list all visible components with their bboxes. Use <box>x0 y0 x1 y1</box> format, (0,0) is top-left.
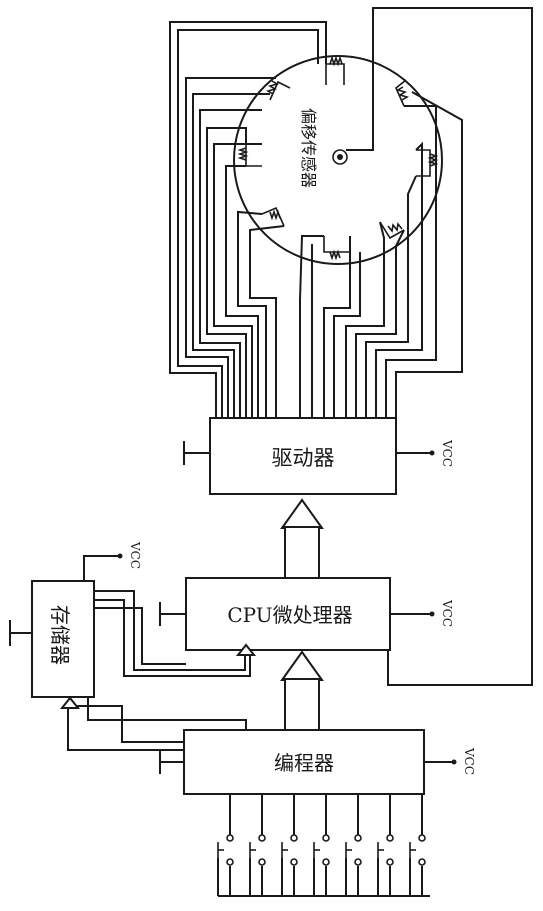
cpu-memory-input-arrow <box>235 643 257 656</box>
sensor-center-ring <box>332 149 348 165</box>
coil-top-right <box>395 79 409 107</box>
push-switch <box>409 794 426 896</box>
memory-cpu-bus <box>94 590 257 677</box>
programmer-vcc-label: VCC <box>462 747 476 775</box>
programmer-block: 编程器 VCC <box>159 729 476 795</box>
sensor-label: 偏移传感器 <box>299 108 318 188</box>
switch-array <box>217 794 430 897</box>
driver-coil-wires <box>169 21 463 418</box>
driver-vcc-label: VCC <box>440 439 454 467</box>
memory-label: 存储器 <box>48 605 72 665</box>
push-switch <box>217 794 234 896</box>
cpu-label: CPU微处理器 <box>227 603 352 627</box>
coil-left <box>237 143 262 167</box>
push-switch <box>345 794 362 896</box>
driver-block: 驱动器 VCC <box>183 417 454 495</box>
programmer-label: 编程器 <box>274 751 334 775</box>
programmer-box <box>183 729 425 795</box>
sensor-center-dot <box>337 154 343 160</box>
coil-bottom <box>323 236 351 261</box>
driver-box <box>209 417 397 495</box>
coil-bottom-right <box>379 221 405 240</box>
cpu-vcc-label: VCC <box>440 599 454 627</box>
programmer-memory-bus <box>59 696 247 751</box>
push-switch <box>249 794 266 896</box>
coil-top <box>325 55 345 85</box>
cpu-to-driver-arrow <box>280 498 324 580</box>
driver-label: 驱动器 <box>272 446 335 470</box>
programmer-to-cpu-arrow <box>280 650 324 731</box>
feedback-wire <box>346 7 533 686</box>
displacement-sensor: 偏移传感器 <box>233 55 443 265</box>
coil-top-left <box>266 80 291 101</box>
memory-input-arrow <box>59 696 81 709</box>
push-switch <box>281 794 298 896</box>
push-switch <box>313 794 330 896</box>
memory-vcc-label: VCC <box>128 541 142 569</box>
push-switch <box>377 794 394 896</box>
memory-box <box>31 580 95 698</box>
cpu-block: CPU微处理器 VCC <box>159 577 454 651</box>
coil-bottom-left <box>261 206 285 227</box>
sensor-disc <box>233 55 443 265</box>
memory-block: 存储器 VCC <box>9 541 142 698</box>
coil-right <box>416 149 439 177</box>
